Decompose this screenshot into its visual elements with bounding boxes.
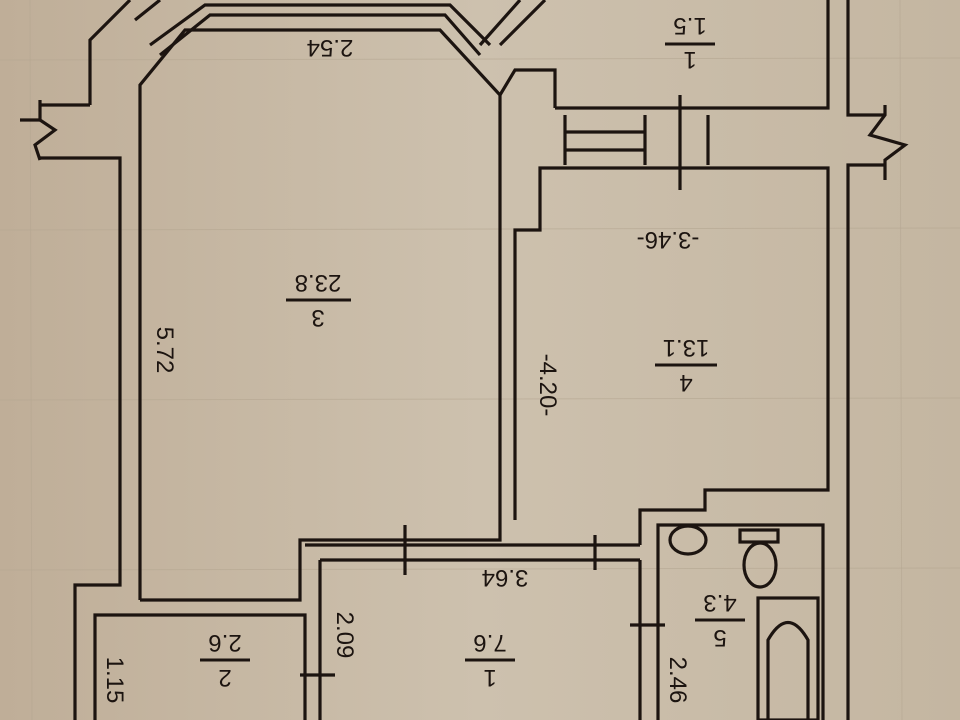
svg-text:23.8: 23.8 (295, 269, 342, 296)
svg-text:13.1: 13.1 (663, 334, 710, 361)
dim-room4-width: -3.46- (637, 226, 700, 253)
bathtub-icon (756, 596, 820, 720)
room-5-label: 5 4.3 (695, 589, 745, 651)
dim-room2-side: 1.15 (101, 657, 128, 704)
dim-room4-length: -4.20- (534, 354, 561, 417)
dim-bath-side: 2.46 (664, 657, 691, 704)
sink-icon (668, 524, 708, 556)
walls (20, 0, 909, 720)
room-4-label: 4 13.1 (655, 334, 717, 396)
dim-room3-side: 5.72 (151, 327, 178, 374)
toilet-bowl-icon (742, 541, 778, 589)
dim-room1-width: 3.64 (482, 564, 529, 591)
svg-text:4: 4 (679, 369, 692, 396)
room-balcony-label: 1 1.5 (665, 12, 715, 73)
svg-text:1: 1 (483, 664, 496, 691)
room-2-label: 2 2.6 (200, 629, 250, 691)
svg-text:2.6: 2.6 (208, 629, 241, 656)
room-3-label: 3 23.8 (286, 269, 351, 331)
svg-text:1.5: 1.5 (673, 12, 706, 39)
svg-text:7.6: 7.6 (473, 629, 506, 656)
svg-text:4.3: 4.3 (703, 589, 736, 616)
svg-text:5: 5 (713, 624, 726, 651)
svg-text:3: 3 (311, 304, 324, 331)
room-1-label: 1 7.6 (465, 629, 515, 691)
dim-room3-top: 2.54 (307, 34, 354, 61)
svg-text:2: 2 (218, 664, 231, 691)
bathroom-fixtures (668, 524, 820, 720)
svg-text:1: 1 (683, 46, 696, 73)
dim-room1-side: 2.09 (331, 612, 358, 659)
